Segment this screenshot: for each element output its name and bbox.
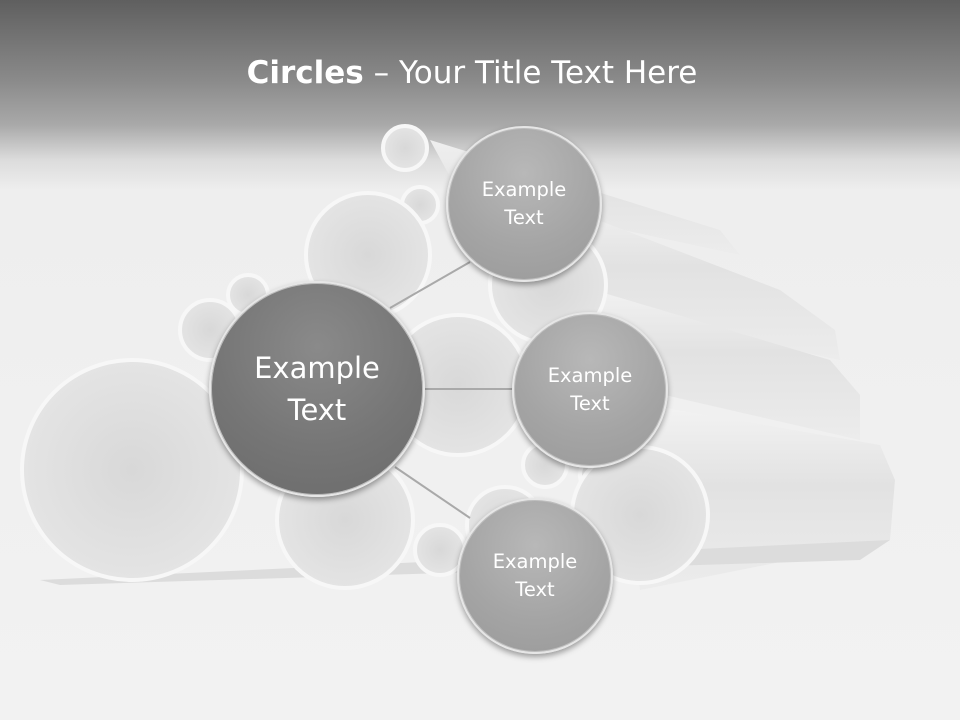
center-circle-label: Example Text bbox=[254, 350, 380, 427]
top-circle: Example Text bbox=[446, 126, 602, 282]
connector-lines bbox=[389, 261, 514, 519]
title-rest: – Your Title Text Here bbox=[363, 55, 698, 91]
middle-circle: Example Text bbox=[512, 312, 668, 468]
title-bold: Circles bbox=[246, 55, 364, 91]
middle-circle-label: Example Text bbox=[547, 363, 633, 415]
bottom-circle: Example Text bbox=[457, 498, 613, 654]
slide-title: Circles – Your Title Text Here bbox=[0, 55, 944, 91]
top-circle-label: Example Text bbox=[481, 177, 567, 229]
center-circle: Example Text bbox=[209, 281, 425, 497]
bottom-circle-label: Example Text bbox=[492, 549, 578, 601]
